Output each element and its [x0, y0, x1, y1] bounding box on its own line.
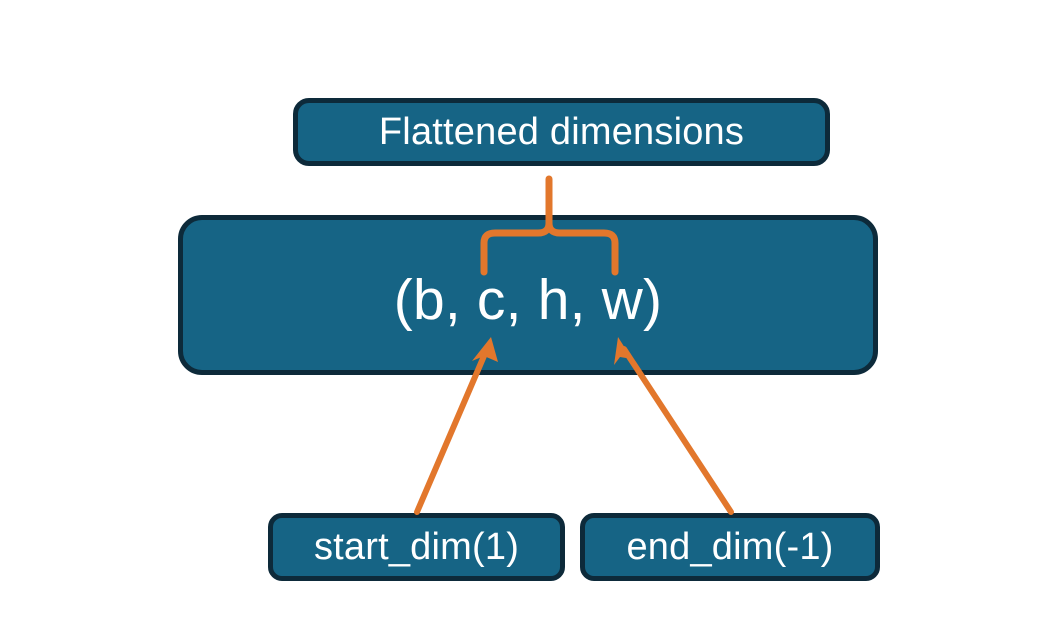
start-dim-box[interactable]: start_dim(1)	[268, 513, 565, 581]
end-dim-label: end_dim(-1)	[626, 525, 834, 568]
flattened-dimensions-box[interactable]: Flattened dimensions	[293, 98, 830, 166]
flattened-dimensions-label: Flattened dimensions	[378, 110, 745, 153]
tensor-shape-label: (b, c, h, w)	[393, 268, 663, 332]
end-dim-box[interactable]: end_dim(-1)	[580, 513, 880, 581]
tensor-shape-box[interactable]: (b, c, h, w)	[178, 215, 878, 375]
start-dim-label: start_dim(1)	[313, 525, 520, 568]
